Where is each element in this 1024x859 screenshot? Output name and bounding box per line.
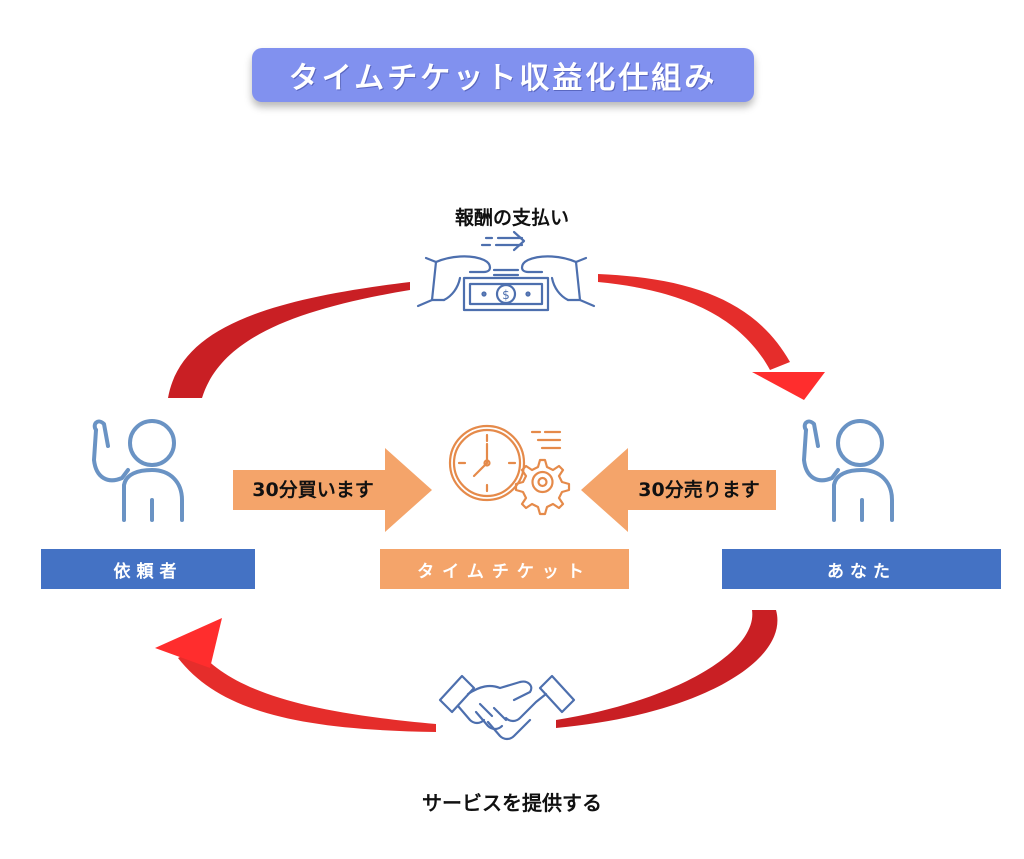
title-banner: タイムチケット収益化仕組み (252, 48, 754, 102)
role-bar-you: あなた (722, 549, 1001, 589)
person-waving-icon (802, 419, 894, 522)
role-requester-label: 依頼者 (113, 561, 183, 582)
handshake-icon (438, 674, 576, 741)
block-arrow-buy (233, 448, 432, 532)
curve-arrow-top-right (598, 274, 825, 400)
buy-arrow-label: 30分買います (252, 479, 374, 501)
money-exchange-icon: $ (416, 230, 596, 312)
payment-label: 報酬の支払い (454, 207, 569, 229)
role-you-label: あなた (827, 561, 896, 582)
curve-arrow-bottom-left (155, 618, 436, 732)
svg-text:$: $ (502, 288, 510, 302)
sell-arrow-label: 30分売ります (638, 479, 760, 501)
curve-arrow-bottom-right (556, 610, 778, 728)
block-arrow-sell (581, 448, 776, 532)
service-label: サービスを提供する (422, 791, 602, 815)
role-bar-time-ticket: タイムチケット (380, 549, 629, 589)
role-bar-requester: 依頼者 (41, 549, 255, 589)
clock-gear-icon (448, 424, 571, 516)
role-time-ticket-label: タイムチケット (417, 561, 592, 582)
curve-arrow-top-left (168, 282, 410, 398)
diagram-title: タイムチケット収益化仕組み (288, 61, 718, 96)
person-waving-icon (92, 419, 184, 522)
